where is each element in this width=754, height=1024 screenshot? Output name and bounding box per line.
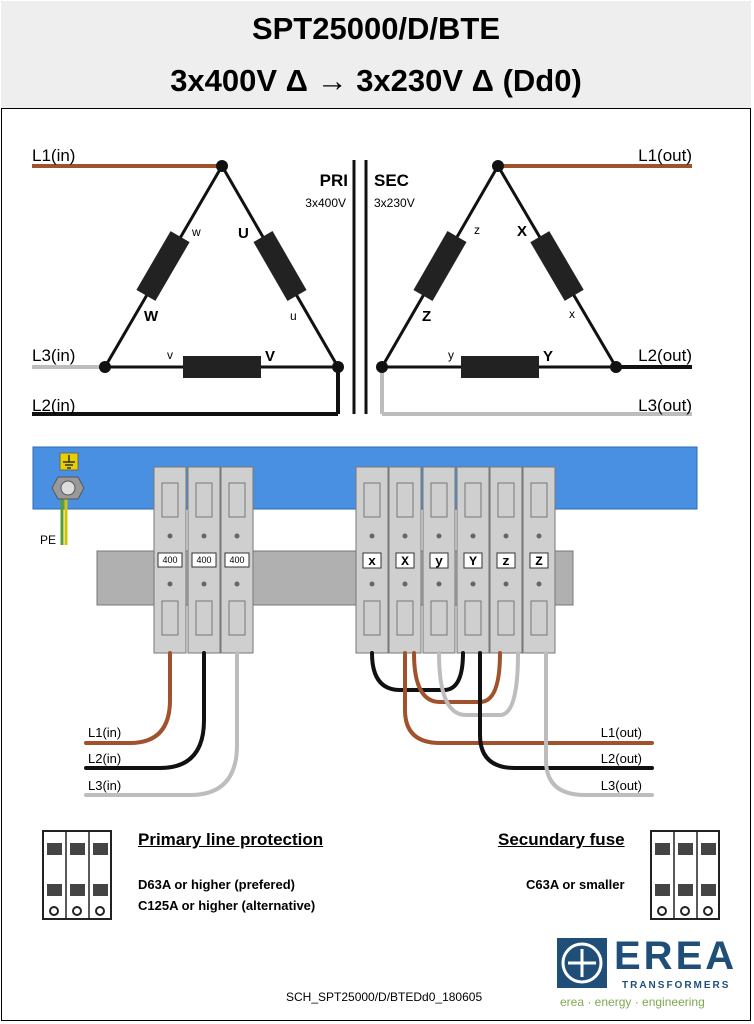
primary-breaker-icon	[42, 830, 112, 920]
coil-label-U: U	[238, 225, 249, 242]
wire-l2-out	[478, 651, 654, 770]
primary-delta	[32, 160, 344, 416]
coil-label-w-small: w	[191, 225, 201, 239]
wire-label-l3-out: L3(out)	[601, 778, 642, 793]
terminal-sec-X	[388, 466, 422, 654]
pri-voltage: 3x400V	[305, 196, 346, 210]
terminal-sec-x	[355, 466, 389, 654]
brand-tagline: erea · energy · engineering	[560, 995, 705, 1009]
coil-label-X: X	[517, 223, 527, 240]
terminal-sec-x-label: x	[368, 554, 376, 569]
pe-terminal	[51, 452, 85, 545]
coil-u	[253, 231, 307, 301]
jumper-X-z	[412, 651, 502, 704]
terminal-sec-Z	[522, 466, 556, 654]
sec-voltage: 3x230V	[374, 196, 415, 210]
secondary-fuse-title: Secundary fuse	[498, 830, 625, 849]
brand-name: EREA	[614, 934, 738, 978]
document-id: SCH_SPT25000/D/BTEDd0_180605	[286, 990, 483, 1004]
primary-wires	[84, 651, 239, 797]
label-l2-out: L2(out)	[638, 346, 692, 365]
terminal-sec-Z-label: Z	[535, 554, 543, 569]
coil-w	[136, 231, 190, 301]
coil-x	[530, 231, 584, 301]
wire-label-l2-out: L2(out)	[601, 751, 642, 766]
secondary-terminals	[355, 466, 556, 654]
coil-label-v-small: v	[167, 348, 173, 362]
pri-node-top	[216, 160, 228, 172]
coil-v	[183, 356, 261, 378]
sec-node-top	[492, 160, 504, 172]
terminal-sec-z	[489, 466, 523, 654]
coil-label-x-small: x	[569, 307, 575, 321]
title-config: 3x400V Δ → 3x230V Δ (Dd0)	[170, 63, 582, 98]
coil-label-z-small: z	[474, 223, 480, 237]
wire-l1-out	[403, 651, 654, 745]
secondary-breaker-icon	[650, 830, 720, 920]
sec-label: SEC	[374, 171, 409, 190]
title-model: SPT25000/D/BTE	[251, 11, 501, 46]
terminal-sec-X-label: X	[401, 554, 409, 569]
pri-label: PRI	[320, 171, 348, 190]
terminal-sec-Y	[456, 466, 490, 654]
coil-label-u-small: u	[290, 309, 297, 323]
coil-label-Y: Y	[543, 348, 553, 365]
primary-protection-title: Primary line protection	[138, 830, 324, 849]
wire-l3-in	[84, 651, 239, 797]
coil-label-Z: Z	[422, 308, 431, 325]
terminal-sec-Y-label: Y	[469, 554, 477, 569]
wire-l2-in	[84, 651, 206, 770]
wire-label-l3-in: L3(in)	[88, 778, 121, 793]
wire-label-l1-in: L1(in)	[88, 725, 121, 740]
wire-label-l1-out: L1(out)	[601, 725, 642, 740]
brand-sub: TRANSFORMERS	[622, 980, 731, 991]
secondary-fuse-line1: C63A or smaller	[526, 877, 625, 892]
coil-label-y-small: y	[448, 348, 454, 362]
label-l3-in: L3(in)	[32, 346, 75, 365]
terminal-pri-2	[187, 466, 221, 654]
pe-label: PE	[40, 533, 56, 547]
wire-l3-out	[544, 651, 654, 797]
terminal-pri-1	[153, 466, 187, 654]
coil-label-W: W	[144, 308, 159, 325]
wire-l1-in	[84, 651, 172, 745]
pri-node-left	[99, 361, 111, 373]
primary-terminals	[153, 466, 254, 654]
terminal-pri-1-label: 400	[162, 555, 177, 565]
label-l1-out: L1(out)	[638, 146, 692, 165]
jumper-y-Z	[437, 651, 520, 717]
header: SPT25000/D/BTE 3x400V Δ → 3x230V Δ (Dd0)	[1, 1, 751, 109]
primary-protection-line1: D63A or higher (prefered)	[138, 877, 295, 892]
coil-z	[413, 231, 467, 301]
label-l3-out: L3(out)	[638, 396, 692, 415]
terminal-sec-z-label: z	[502, 554, 510, 569]
coil-y	[461, 356, 539, 378]
sec-node-left	[376, 361, 388, 373]
label-l1-in: L1(in)	[32, 146, 75, 165]
label-l2-in: L2(in)	[32, 396, 75, 415]
coil-label-V: V	[265, 348, 275, 365]
secondary-delta	[376, 160, 692, 416]
terminal-pri-2-label: 400	[196, 555, 211, 565]
secondary-wires	[370, 651, 654, 797]
terminal-sec-y-label: y	[435, 554, 443, 569]
terminal-pri-3-label: 400	[229, 555, 244, 565]
sec-node-right	[610, 361, 622, 373]
pri-node-right	[332, 361, 344, 373]
terminal-pri-3	[220, 466, 254, 654]
wire-label-l2-in: L2(in)	[88, 751, 121, 766]
erea-logo-icon	[557, 938, 607, 988]
primary-protection-line2: C125A or higher (alternative)	[138, 898, 316, 913]
terminal-sec-y	[422, 466, 456, 654]
